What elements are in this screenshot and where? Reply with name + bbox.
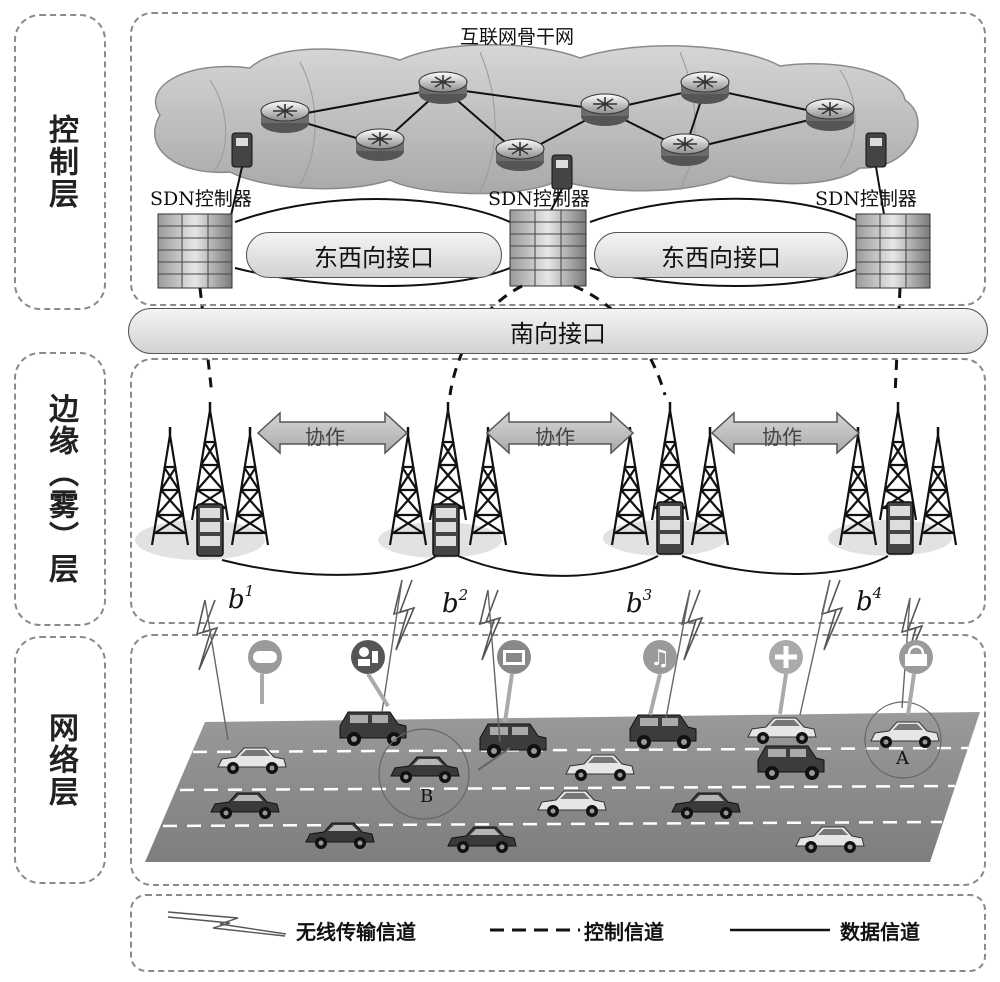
base-station-tower-icon	[190, 400, 230, 522]
vehicle-a-label: A	[896, 748, 909, 769]
cooperation-label: 协作	[762, 425, 802, 449]
shopping-basket-icon	[899, 640, 933, 716]
video-icon	[497, 640, 531, 723]
wireless-link	[681, 589, 703, 661]
router-icon	[418, 71, 468, 105]
sdn-controller-label: SDN控制器	[150, 188, 252, 210]
router-icon	[805, 98, 855, 132]
base-station-label: b2	[442, 586, 468, 619]
cooperation-label: 协作	[305, 425, 345, 449]
base-station-labels: b1 b2 b3 b4	[228, 582, 882, 619]
sdn-controller-server-icon	[855, 213, 931, 289]
user-service-icon	[351, 640, 390, 708]
router-icon	[495, 138, 545, 172]
cooperation-arrows	[256, 411, 861, 455]
legend-data-label: 数据信道	[840, 920, 920, 944]
layer-label-control: 控制层	[14, 14, 106, 310]
medical-plus-icon	[769, 640, 803, 715]
base-station-label: b3	[626, 586, 652, 619]
legend-wireless-symbol	[167, 911, 287, 937]
sdn-controller-label: SDN控制器	[488, 188, 590, 210]
edge-clouds	[135, 520, 952, 560]
edge-server-icon	[196, 503, 224, 557]
base-station-label: b4	[856, 584, 882, 617]
svg-text:♫: ♫	[650, 646, 670, 671]
gateway-icon	[231, 132, 253, 168]
gateway-icon	[551, 154, 573, 190]
east-west-interface-right: 东西向接口	[594, 232, 848, 278]
gateway-icon	[865, 132, 887, 168]
layer-label-edge: 边缘（雾）层	[14, 352, 106, 626]
vehicle-b-highlight	[378, 728, 470, 820]
music-icon: ♫	[643, 640, 677, 716]
backbone-title: 互联网骨干网	[460, 26, 575, 48]
sdn-controller-label: SDN控制器	[815, 188, 917, 210]
legend-panel	[130, 894, 986, 972]
legend-wireless-label: 无线传输信道	[296, 920, 416, 944]
edge-layer-panel	[130, 358, 986, 624]
edge-server-icon	[886, 501, 914, 555]
east-west-interface-left: 东西向接口	[246, 232, 502, 278]
base-station-label: b1	[228, 582, 254, 615]
sdn-controller-server-icon	[509, 209, 587, 287]
router-icon	[660, 133, 710, 167]
router-icon	[580, 93, 630, 127]
router-icon	[680, 71, 730, 105]
vehicle-b-label: B	[420, 786, 434, 807]
edge-data-channels	[221, 555, 889, 577]
wireless-link	[479, 589, 501, 661]
base-station-tower-icon	[428, 400, 468, 522]
gamepad-icon	[248, 640, 282, 704]
handover-arrow	[477, 747, 511, 771]
legend-control-label: 控制信道	[584, 920, 664, 944]
router-icon	[355, 128, 405, 162]
edge-server-icon	[656, 501, 684, 555]
wireless-link	[821, 579, 843, 651]
southbound-interface: 南向接口	[128, 308, 988, 354]
router-icon	[260, 100, 310, 134]
sdn-controller-server-icon	[157, 213, 233, 289]
edge-server-icon	[432, 503, 460, 557]
layer-label-network: 网络层	[14, 636, 106, 884]
cooperation-label: 协作	[535, 425, 575, 449]
